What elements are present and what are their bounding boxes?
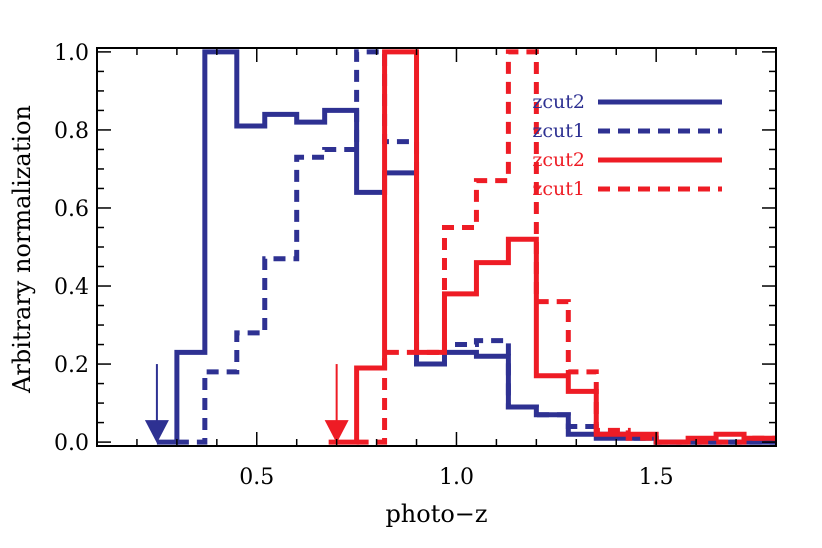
y-tick-label: 0.4 [54, 275, 89, 300]
series-line-1 [176, 49, 776, 445]
legend-label-1: zcut1 [532, 120, 585, 142]
tick-layer: 0.5 1.0 1.5 0.0 0.2 0.4 0.6 0.8 1.0 [54, 41, 777, 490]
series-line-2 [328, 49, 776, 445]
arrow-head-1 [324, 420, 349, 444]
series-layer [156, 49, 776, 445]
series-line-3 [356, 49, 776, 445]
legend: zcut2 zcut1 zcut2 zcut1 [532, 91, 722, 200]
y-tick-label: 0.2 [54, 353, 89, 378]
series-line-0 [156, 49, 776, 445]
y-tick-label: 0.0 [54, 431, 89, 456]
x-tick-label: 1.5 [639, 465, 674, 490]
arrow-layer [144, 364, 349, 444]
y-axis-label: Arbitrary normalization [8, 105, 36, 394]
y-tick-label: 0.8 [54, 119, 89, 144]
y-tick-label: 1.0 [54, 41, 89, 66]
x-tick-label: 0.5 [239, 465, 274, 490]
x-axis-label: photo−z [385, 500, 487, 528]
arrow-head-0 [144, 420, 169, 444]
legend-label-3: zcut1 [532, 178, 585, 200]
x-tick-label: 1.0 [439, 465, 474, 490]
y-tick-label: 0.6 [54, 197, 89, 222]
plot-frame [96, 47, 777, 447]
legend-label-2: zcut2 [532, 149, 585, 171]
legend-label-0: zcut2 [532, 91, 585, 113]
